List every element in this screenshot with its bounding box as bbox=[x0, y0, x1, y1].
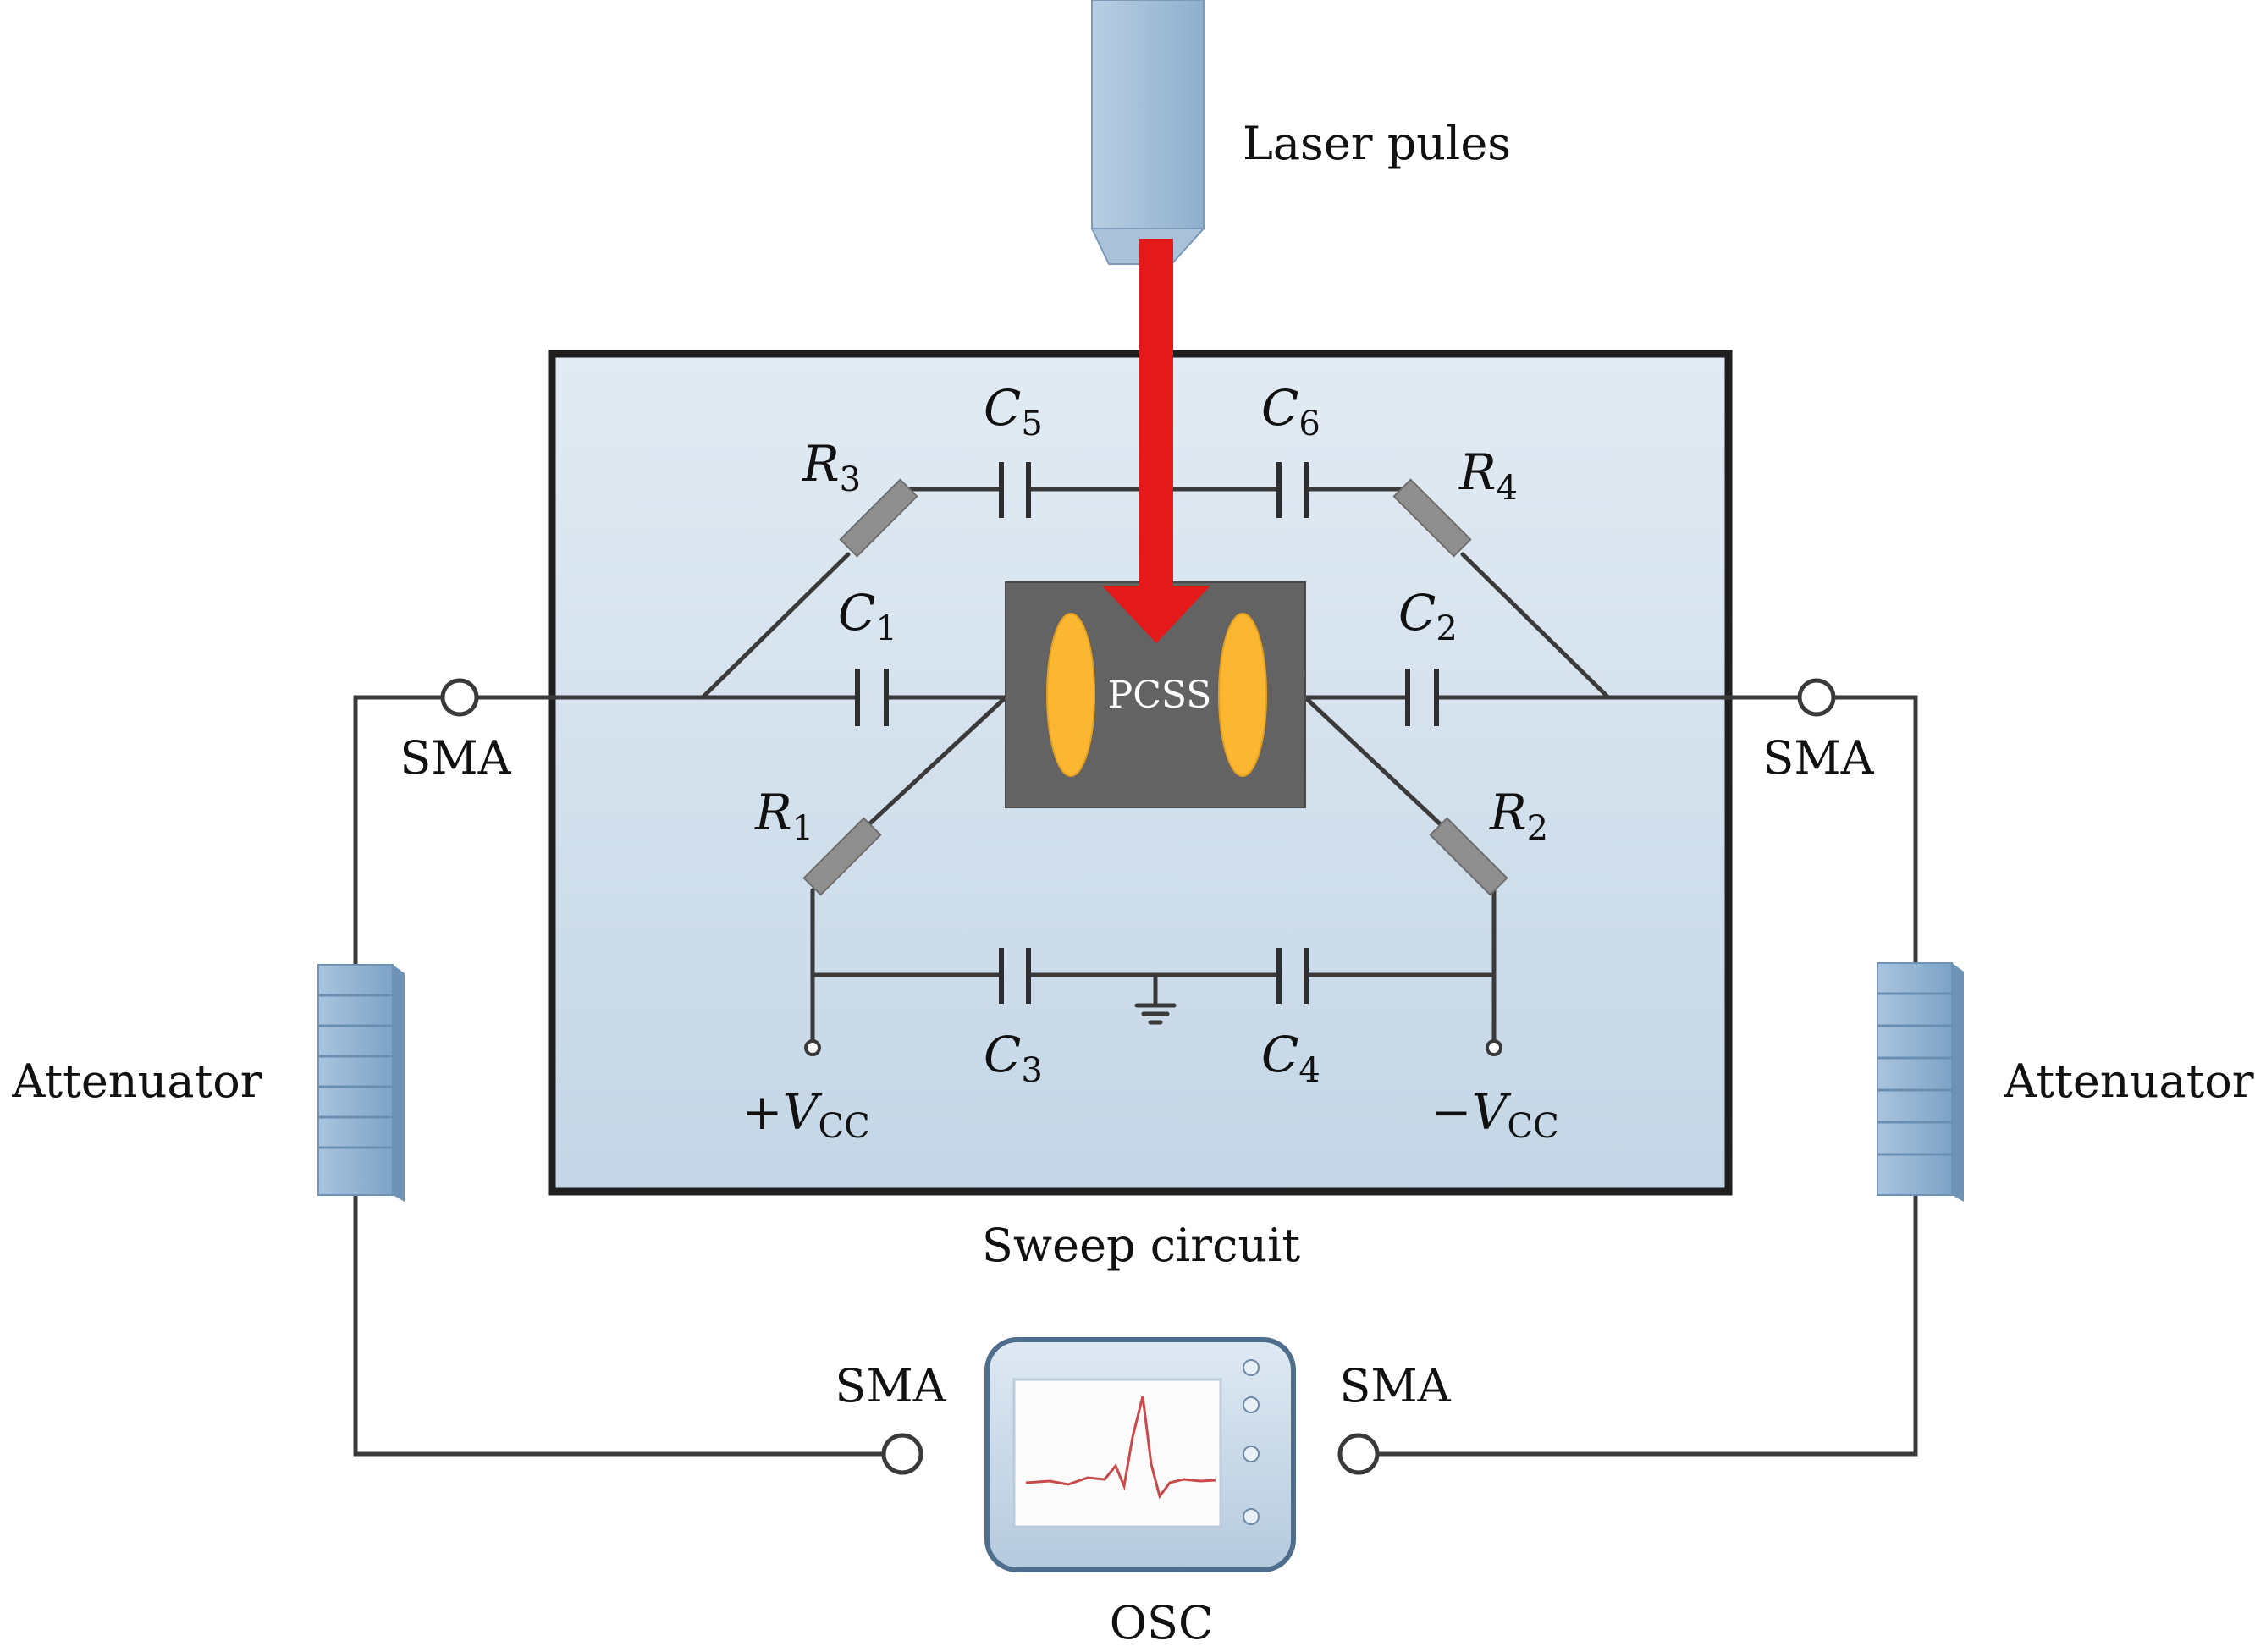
sma-connector-icon bbox=[1797, 678, 1836, 717]
osc-knob-icon bbox=[1243, 1396, 1260, 1413]
sma-osc-right-label: SMA bbox=[1339, 1359, 1451, 1412]
oscilloscope-screen bbox=[1012, 1378, 1222, 1528]
capacitor-c6 bbox=[1276, 462, 1309, 518]
capacitor-c3 bbox=[999, 948, 1031, 1004]
label-c4: C4 bbox=[1261, 1026, 1320, 1090]
capacitor-c4 bbox=[1276, 948, 1309, 1004]
osc-knob-icon bbox=[1243, 1359, 1260, 1376]
resistor-r3 bbox=[839, 478, 918, 558]
osc-knob-icon bbox=[1243, 1508, 1260, 1525]
sma-right-label: SMA bbox=[1762, 731, 1874, 785]
label-c3: C3 bbox=[984, 1026, 1043, 1090]
sweep-circuit-label: Sweep circuit bbox=[982, 1219, 1300, 1272]
vcc-positive-terminal bbox=[804, 1039, 821, 1056]
sma-connector-icon bbox=[1337, 1433, 1380, 1475]
sma-connector-icon bbox=[440, 678, 479, 717]
oscilloscope bbox=[984, 1337, 1296, 1572]
label-r2: R2 bbox=[1489, 784, 1548, 848]
label-c2: C2 bbox=[1398, 584, 1458, 648]
pcss-electrode-right bbox=[1218, 613, 1267, 777]
label-r4: R4 bbox=[1458, 443, 1518, 508]
outer-wiring bbox=[353, 695, 1918, 1457]
label-r1: R1 bbox=[754, 784, 813, 848]
sma-connector-icon bbox=[881, 1433, 923, 1475]
vcc-negative-terminal bbox=[1486, 1039, 1502, 1056]
sma-left-label: SMA bbox=[400, 731, 511, 785]
label-c6: C6 bbox=[1261, 379, 1320, 443]
osc-knob-icon bbox=[1243, 1446, 1260, 1462]
attenuator-right-label: Attenuator bbox=[2003, 1055, 2253, 1108]
sma-osc-left-label: SMA bbox=[835, 1359, 946, 1412]
label-c1: C1 bbox=[838, 584, 897, 648]
label-vcc-negative: −VCC bbox=[1431, 1083, 1559, 1146]
resistor-r4 bbox=[1392, 478, 1472, 558]
attenuator-right bbox=[1877, 962, 1964, 1202]
label-r3: R3 bbox=[802, 435, 861, 499]
pcss-electrode-left bbox=[1046, 613, 1095, 777]
osc-label: OSC bbox=[1110, 1596, 1214, 1649]
laser-beam-arrow bbox=[1102, 239, 1210, 643]
laser-source bbox=[1090, 0, 1206, 267]
pcss-label: PCSS bbox=[1108, 674, 1212, 717]
attenuator-left-label: Attenuator bbox=[11, 1055, 262, 1108]
attenuator-left bbox=[317, 964, 405, 1202]
resistor-r2 bbox=[1429, 817, 1508, 896]
laser-label: Laser pules bbox=[1243, 117, 1511, 170]
capacitor-c1 bbox=[855, 669, 889, 726]
resistor-r1 bbox=[802, 817, 882, 896]
oscilloscope-trace bbox=[1025, 1396, 1216, 1500]
label-c5: C5 bbox=[984, 379, 1043, 443]
capacitor-c2 bbox=[1405, 669, 1439, 726]
capacitor-c5 bbox=[999, 462, 1031, 518]
label-vcc-positive: +VCC bbox=[742, 1083, 870, 1146]
laser-body bbox=[1091, 0, 1205, 229]
ground-symbol-icon bbox=[1134, 1003, 1177, 1025]
